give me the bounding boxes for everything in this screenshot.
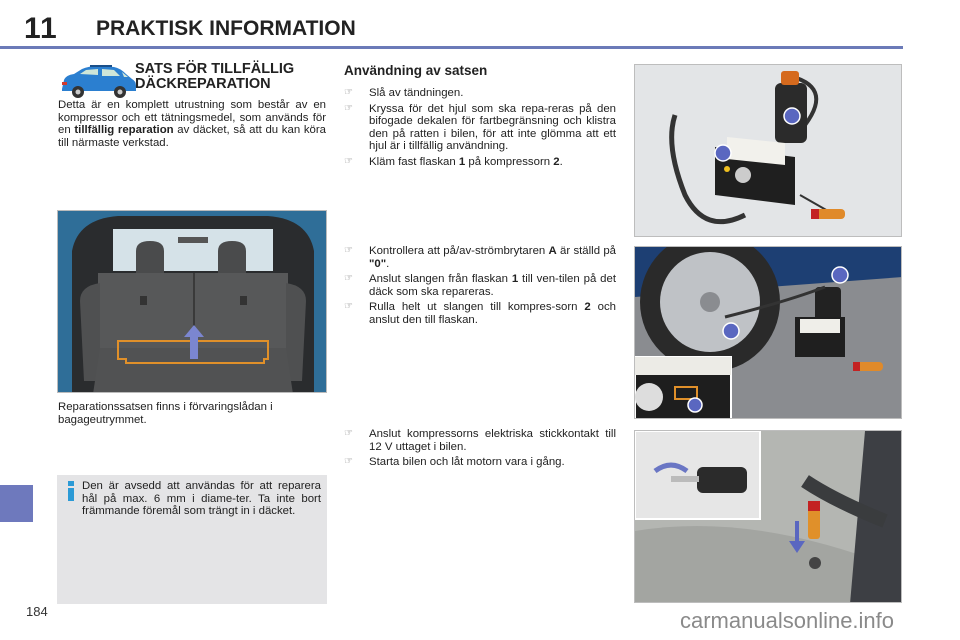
page-number: 184 <box>26 604 48 619</box>
step-text: Anslut kompressorns elektriska stickkont… <box>369 428 616 453</box>
chapter-number: 11 <box>24 12 58 45</box>
car-icon <box>56 62 140 102</box>
step-item: ☞ Kryssa för det hjul som ska repa-reras … <box>344 103 616 153</box>
step-bold-ref: A <box>548 245 557 257</box>
intro-bold-text: tillfällig reparation <box>74 124 174 137</box>
step-item: ☞ Rulla helt ut slangen till kompres-sorn… <box>344 301 616 326</box>
chapter-title: PRAKTISK INFORMATION <box>96 17 356 40</box>
intro-text: Detta är en komplett utrustning som best… <box>58 99 326 137</box>
trunk-storage-illustration <box>57 210 327 393</box>
pointing-hand-icon: ☞ <box>344 428 353 439</box>
step-text: Starta bilen och låt motorn vara i gång. <box>369 456 565 469</box>
pointing-hand-icon: ☞ <box>344 301 353 313</box>
step-text: till ven-tilen på det däck som ska repar… <box>369 273 616 298</box>
header-rule <box>0 46 903 49</box>
intro-text-end: av däcket, så att du kan köra till närma… <box>58 124 327 149</box>
info-box: Den är avsedd att användas för att repar… <box>57 475 327 604</box>
step-bold-ref: 2 <box>584 301 591 314</box>
power-socket-illustration <box>634 430 902 603</box>
section-title-line2: DÄCKREPARATION <box>135 76 271 92</box>
step-list-1: ☞ Slå av tändningen. ☞ Kryssa för det hjul … <box>344 87 616 172</box>
step-item: ☞ Slå av tändningen. <box>344 87 616 100</box>
step-item: ☞ Anslut kompressorns elektriska stickkon… <box>344 428 616 453</box>
pointing-hand-icon: ☞ <box>344 155 353 167</box>
step-text: Anslut slangen från flaskan <box>369 273 512 286</box>
step-text: Kryssa för det hjul som ska repa-reras p… <box>369 102 616 153</box>
step-list-3: ☞ Anslut kompressorns elektriska stickkon… <box>344 428 616 472</box>
watermark: carmanualsonline.info <box>680 608 895 633</box>
step-bold-ref: 1 <box>458 155 466 168</box>
pointing-hand-icon: ☞ <box>344 245 353 256</box>
pointing-hand-icon: ☞ <box>344 87 353 98</box>
step-item: ☞ Anslut slangen från flaskan 1 till ven-… <box>344 273 616 298</box>
step-text: Rulla helt ut slangen till kompres-sorn <box>369 301 585 314</box>
step-text: Kläm fast flaskan <box>369 155 459 168</box>
chapter-side-tab <box>0 485 33 522</box>
intro-paragraph: Detta är en komplett utrustning som best… <box>58 99 326 149</box>
step-bold-ref: 1 <box>511 273 519 286</box>
wheel-connection-illustration <box>634 246 902 419</box>
step-text: på kompressorn <box>465 155 554 168</box>
step-item: ☞ Starta bilen och låt motorn vara i gång… <box>344 456 616 469</box>
step-text: . <box>559 155 563 168</box>
step-text: är ställd på <box>556 245 616 257</box>
step-item: ☞ Kläm fast flaskan 1 på kompressorn 2. <box>344 156 616 169</box>
step-text: och anslut den till flaskan. <box>369 301 616 326</box>
section-title-line1: SATS FÖR TILLFÄLLIG <box>135 61 295 77</box>
step-bold-ref: 2 <box>553 155 560 168</box>
info-text: Den är avsedd att användas för att repar… <box>82 480 321 518</box>
step-text: Kontrollera att på/av-strömbrytaren <box>369 245 549 257</box>
step-text: . <box>386 257 390 270</box>
section-title: SATS FÖR TILLFÄLLIG DÄCKREPARATION <box>135 62 335 92</box>
compressor-kit-illustration <box>634 64 902 237</box>
pointing-hand-icon: ☞ <box>344 102 353 114</box>
step-bold-ref: "0" <box>369 257 387 270</box>
trunk-caption: Reparationssatsen finns i förvaringslåda… <box>58 401 273 426</box>
pointing-hand-icon: ☞ <box>344 273 353 285</box>
step-text: Slå av tändningen. <box>369 87 464 99</box>
info-icon <box>66 481 76 503</box>
pointing-hand-icon: ☞ <box>344 456 353 468</box>
usage-heading: Användning av satsen <box>344 63 488 78</box>
step-list-2: ☞ Kontrollera att på/av-strömbrytaren A ä… <box>344 245 616 330</box>
step-item: ☞ Kontrollera att på/av-strömbrytaren A ä… <box>344 245 616 270</box>
